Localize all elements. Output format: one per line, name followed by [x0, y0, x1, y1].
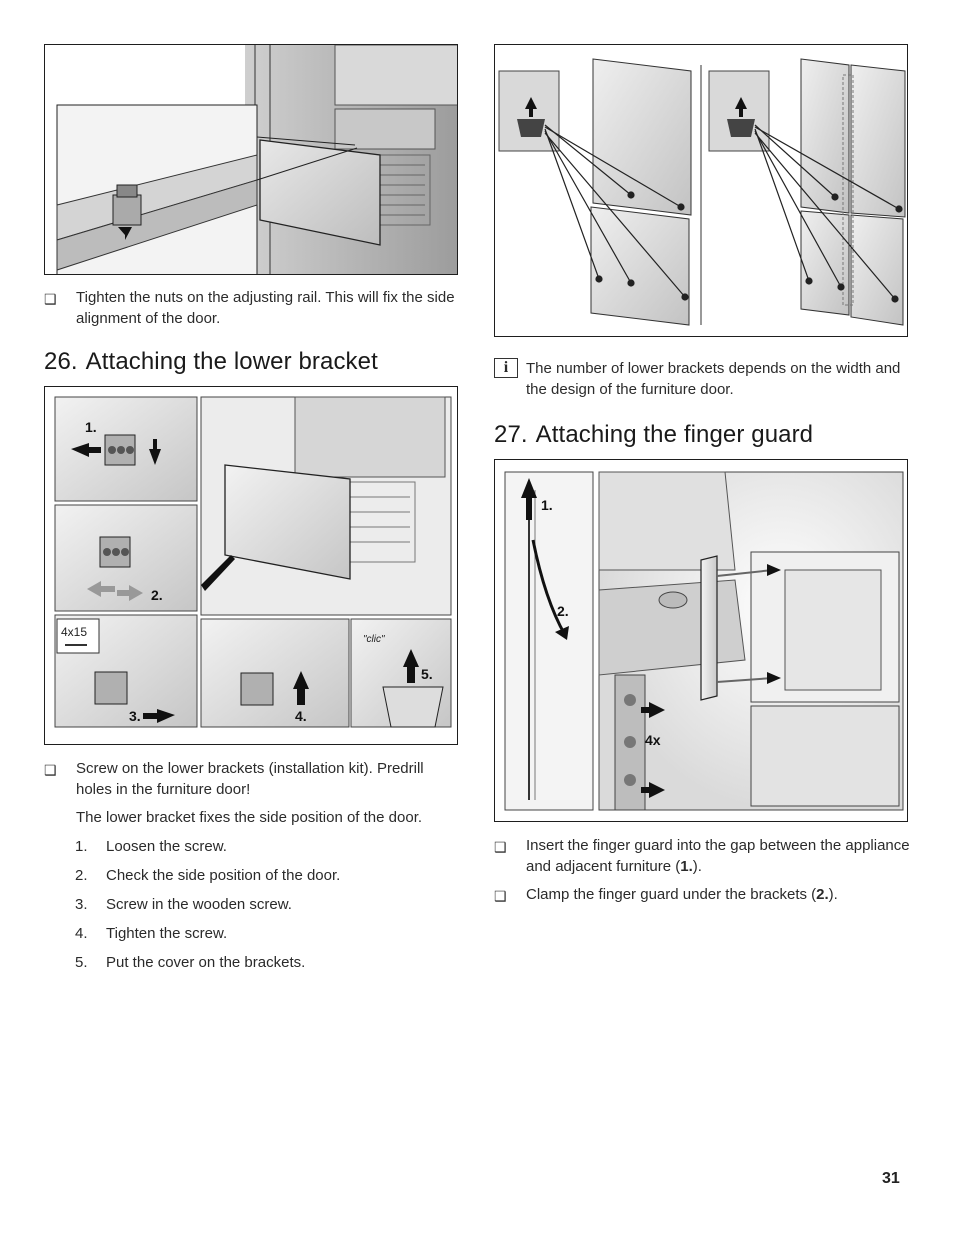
- fig27-label-count: 4x: [645, 732, 661, 748]
- fig26-label-step5: 5.: [421, 666, 433, 682]
- section-26-number: 26.: [44, 348, 78, 375]
- heading-section-27: 27. Attaching the finger guard: [494, 421, 813, 449]
- bullet-clamp-guard: ❑: [494, 888, 507, 904]
- text-tighten-nuts: Tighten the nuts on the adjusting rail. …: [76, 289, 455, 327]
- fig26-label-step3: 3.: [129, 708, 141, 724]
- figure-finger-guard: 1. 2. 4x: [494, 459, 908, 822]
- figure-adjusting-rail: [44, 44, 458, 275]
- fig27-label-step2: 2.: [557, 603, 569, 619]
- step-item: 5.Put the cover on the brackets.: [75, 954, 306, 971]
- text-screw-brackets: Screw on the lower brackets (installatio…: [76, 760, 424, 798]
- fig26-label-step4: 4.: [295, 708, 307, 724]
- figure-lower-bracket: 1. 2. 4x15 3. 4. "clic" 5.: [44, 386, 458, 745]
- heading-section-26: 26. Attaching the lower bracket: [44, 348, 378, 376]
- text-info-note: The number of lower brackets depends on …: [526, 360, 901, 398]
- section-27-title: Attaching the finger guard: [535, 421, 814, 448]
- text-clamp-guard: Clamp the finger guard under the bracket…: [526, 886, 838, 903]
- bullet-screw-brackets: ❑: [44, 762, 57, 778]
- bullet-insert-guard: ❑: [494, 839, 507, 855]
- section-27-number: 27.: [494, 421, 528, 448]
- page-number: 31: [882, 1170, 900, 1187]
- fig26-label-step2: 2.: [151, 587, 163, 603]
- bullet-tighten-nuts: ❑: [44, 291, 57, 307]
- fig26-label-clic: "clic": [363, 634, 385, 645]
- step-list: 1.Loosen the screw. 2.Check the side pos…: [75, 837, 455, 982]
- fig26-label-screws: 4x15: [61, 625, 87, 639]
- figure-bracket-placement: [494, 44, 908, 337]
- step-item: 3.Screw in the wooden screw.: [75, 896, 292, 913]
- step-item: 2.Check the side position of the door.: [75, 867, 341, 884]
- fig26-label-step1: 1.: [85, 419, 97, 435]
- info-icon: i: [494, 358, 518, 378]
- section-26-title: Attaching the lower bracket: [85, 348, 378, 375]
- step-item: 1.Loosen the screw.: [75, 838, 227, 855]
- text-insert-guard: Insert the finger guard into the gap bet…: [526, 837, 910, 875]
- fig27-label-step1: 1.: [541, 497, 553, 513]
- text-bracket-note: The lower bracket fixes the side positio…: [76, 809, 423, 826]
- step-item: 4.Tighten the screw.: [75, 925, 228, 942]
